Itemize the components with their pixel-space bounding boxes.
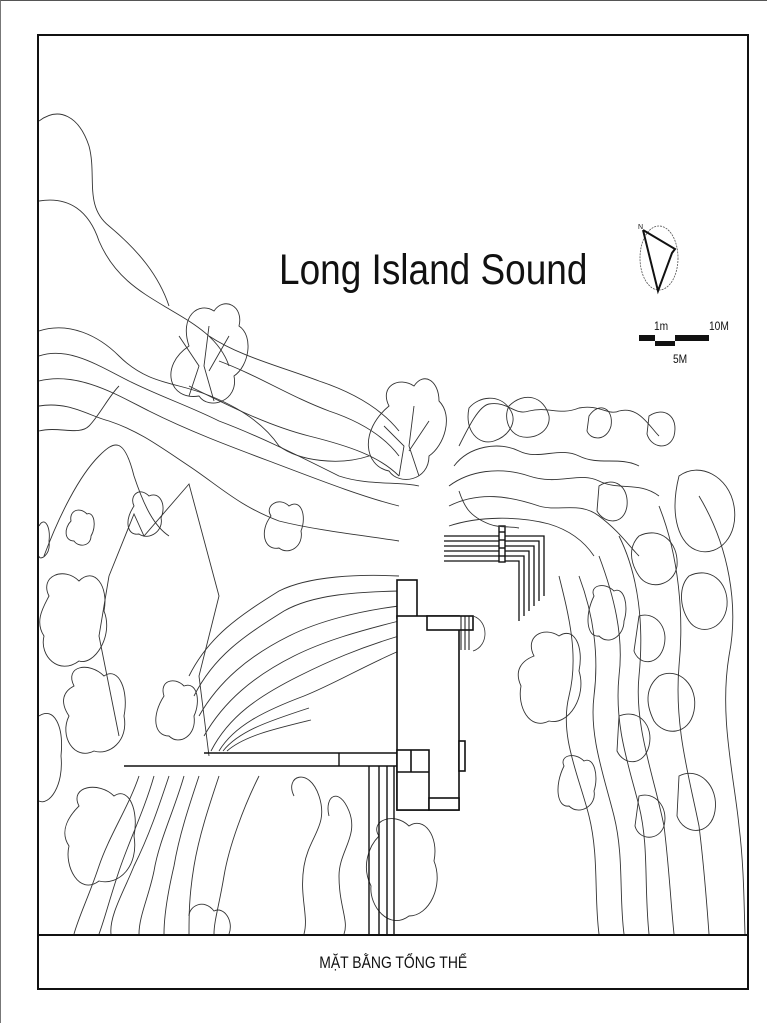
drawing-sheet: Long Island Sound N 1m 10M 5M MẶT BẰNG T… (37, 34, 749, 990)
site-plan-linework (39, 113, 746, 934)
caption-band: MẶT BẰNG TỔNG THỂ (39, 934, 747, 990)
north-arrow-icon: N (638, 224, 679, 295)
scale-label-5m: 5M (673, 352, 688, 366)
scale-label-10m: 10M (709, 319, 729, 333)
scale-label-1m: 1m (654, 319, 669, 333)
site-plan-drawing: Long Island Sound N 1m 10M 5M (39, 36, 747, 934)
drawing-caption: MẶT BẰNG TỔNG THỂ (319, 953, 467, 972)
svg-text:N: N (638, 224, 643, 231)
tree-canopies (39, 303, 627, 934)
location-title: Long Island Sound (279, 246, 588, 294)
scale-bar (639, 335, 709, 346)
